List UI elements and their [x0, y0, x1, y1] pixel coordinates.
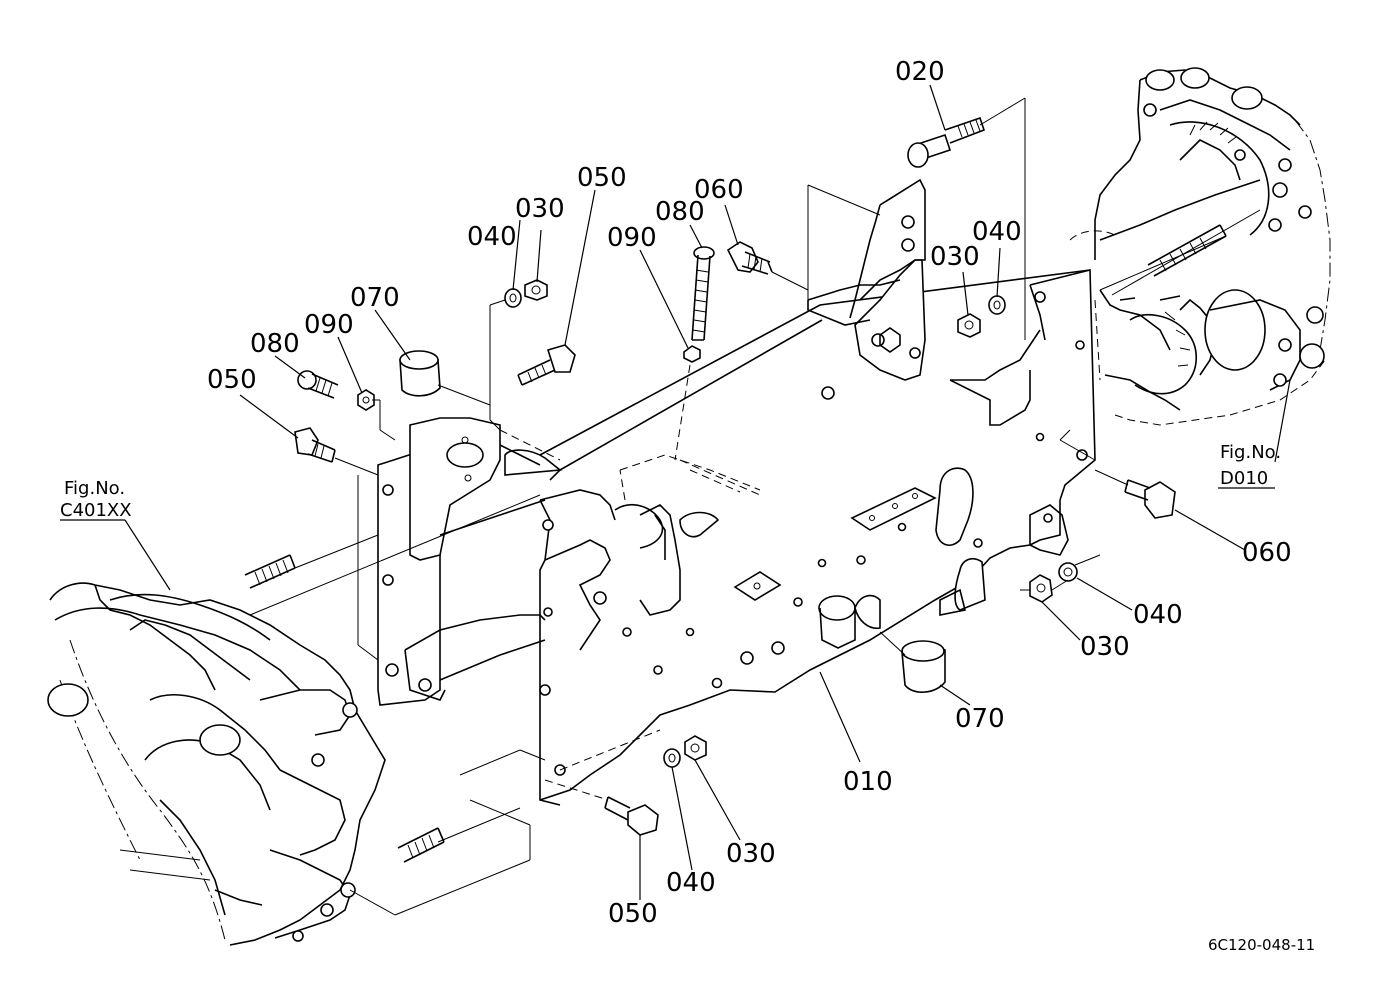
fig-ref-right-line1: Fig.No.	[1220, 442, 1281, 463]
label-090-left: 090	[304, 310, 354, 340]
label-090-top: 090	[607, 223, 657, 253]
left-clutch-housing	[47, 582, 386, 946]
figure-reference-right: Fig.No. D010	[1220, 442, 1281, 489]
nut-030-right-top	[957, 313, 981, 338]
label-040-right: 040	[1133, 600, 1183, 630]
label-040-right-top: 040	[972, 217, 1022, 247]
nut-030-bottom	[684, 735, 707, 761]
label-050-top: 050	[577, 163, 627, 193]
bolt-060-top	[726, 241, 773, 275]
label-080-top: 080	[655, 197, 705, 227]
bushing-070-left	[399, 350, 441, 397]
main-frame-010	[504, 178, 1096, 806]
bolt-080-top	[691, 246, 715, 341]
stud-bottom	[397, 827, 445, 863]
nut-030-top-left	[524, 279, 548, 301]
nut-030-right	[1029, 574, 1053, 603]
right-transmission-housing	[1069, 67, 1331, 426]
label-070-left: 070	[350, 283, 400, 313]
part-number-labels: 020 040 030 050 060 080 090 070 080 090 …	[207, 57, 1292, 929]
label-040-bottom: 040	[666, 868, 716, 898]
assembly-lines	[249, 97, 1261, 916]
label-080-left: 080	[250, 329, 300, 359]
label-030-right: 030	[1080, 632, 1130, 662]
label-060-top: 060	[694, 175, 744, 205]
bolt-060-right	[1124, 479, 1176, 519]
bolt-050-bottom	[604, 796, 659, 836]
label-030-bottom: 030	[726, 839, 776, 869]
washer-040-bottom	[663, 748, 681, 768]
bolt-050-top	[517, 344, 576, 386]
washer-040-right	[1058, 562, 1078, 582]
label-leaders	[60, 84, 1291, 900]
bushing-070-right	[901, 640, 946, 693]
nut-090-left	[357, 389, 375, 411]
front-left-bracket	[377, 417, 561, 706]
bolt-080-left	[297, 370, 339, 399]
label-030-top-left: 030	[515, 194, 565, 224]
drawing-code: 6C120-048-11	[1208, 936, 1315, 954]
stud-right	[1147, 224, 1227, 277]
label-010: 010	[843, 767, 893, 797]
label-030-right-top: 030	[930, 242, 980, 272]
washer-040-right-top	[988, 295, 1006, 315]
fig-ref-left-line1: Fig.No.	[64, 478, 125, 499]
label-070-right: 070	[955, 704, 1005, 734]
label-050-left: 050	[207, 365, 257, 395]
label-020: 020	[895, 57, 945, 87]
label-050-bottom: 050	[608, 899, 658, 929]
fig-ref-right-line2: D010	[1220, 468, 1268, 489]
label-040-top-left: 040	[467, 222, 517, 252]
figure-reference-left: Fig.No. C401XX	[60, 478, 132, 521]
bolt-020	[907, 116, 986, 168]
fig-ref-left-line2: C401XX	[60, 500, 132, 521]
stud-left	[244, 554, 296, 589]
washer-040-top-left	[504, 288, 522, 308]
bolt-050-left	[294, 427, 336, 463]
nut-090-top	[683, 345, 701, 363]
label-060-right: 060	[1242, 538, 1292, 568]
